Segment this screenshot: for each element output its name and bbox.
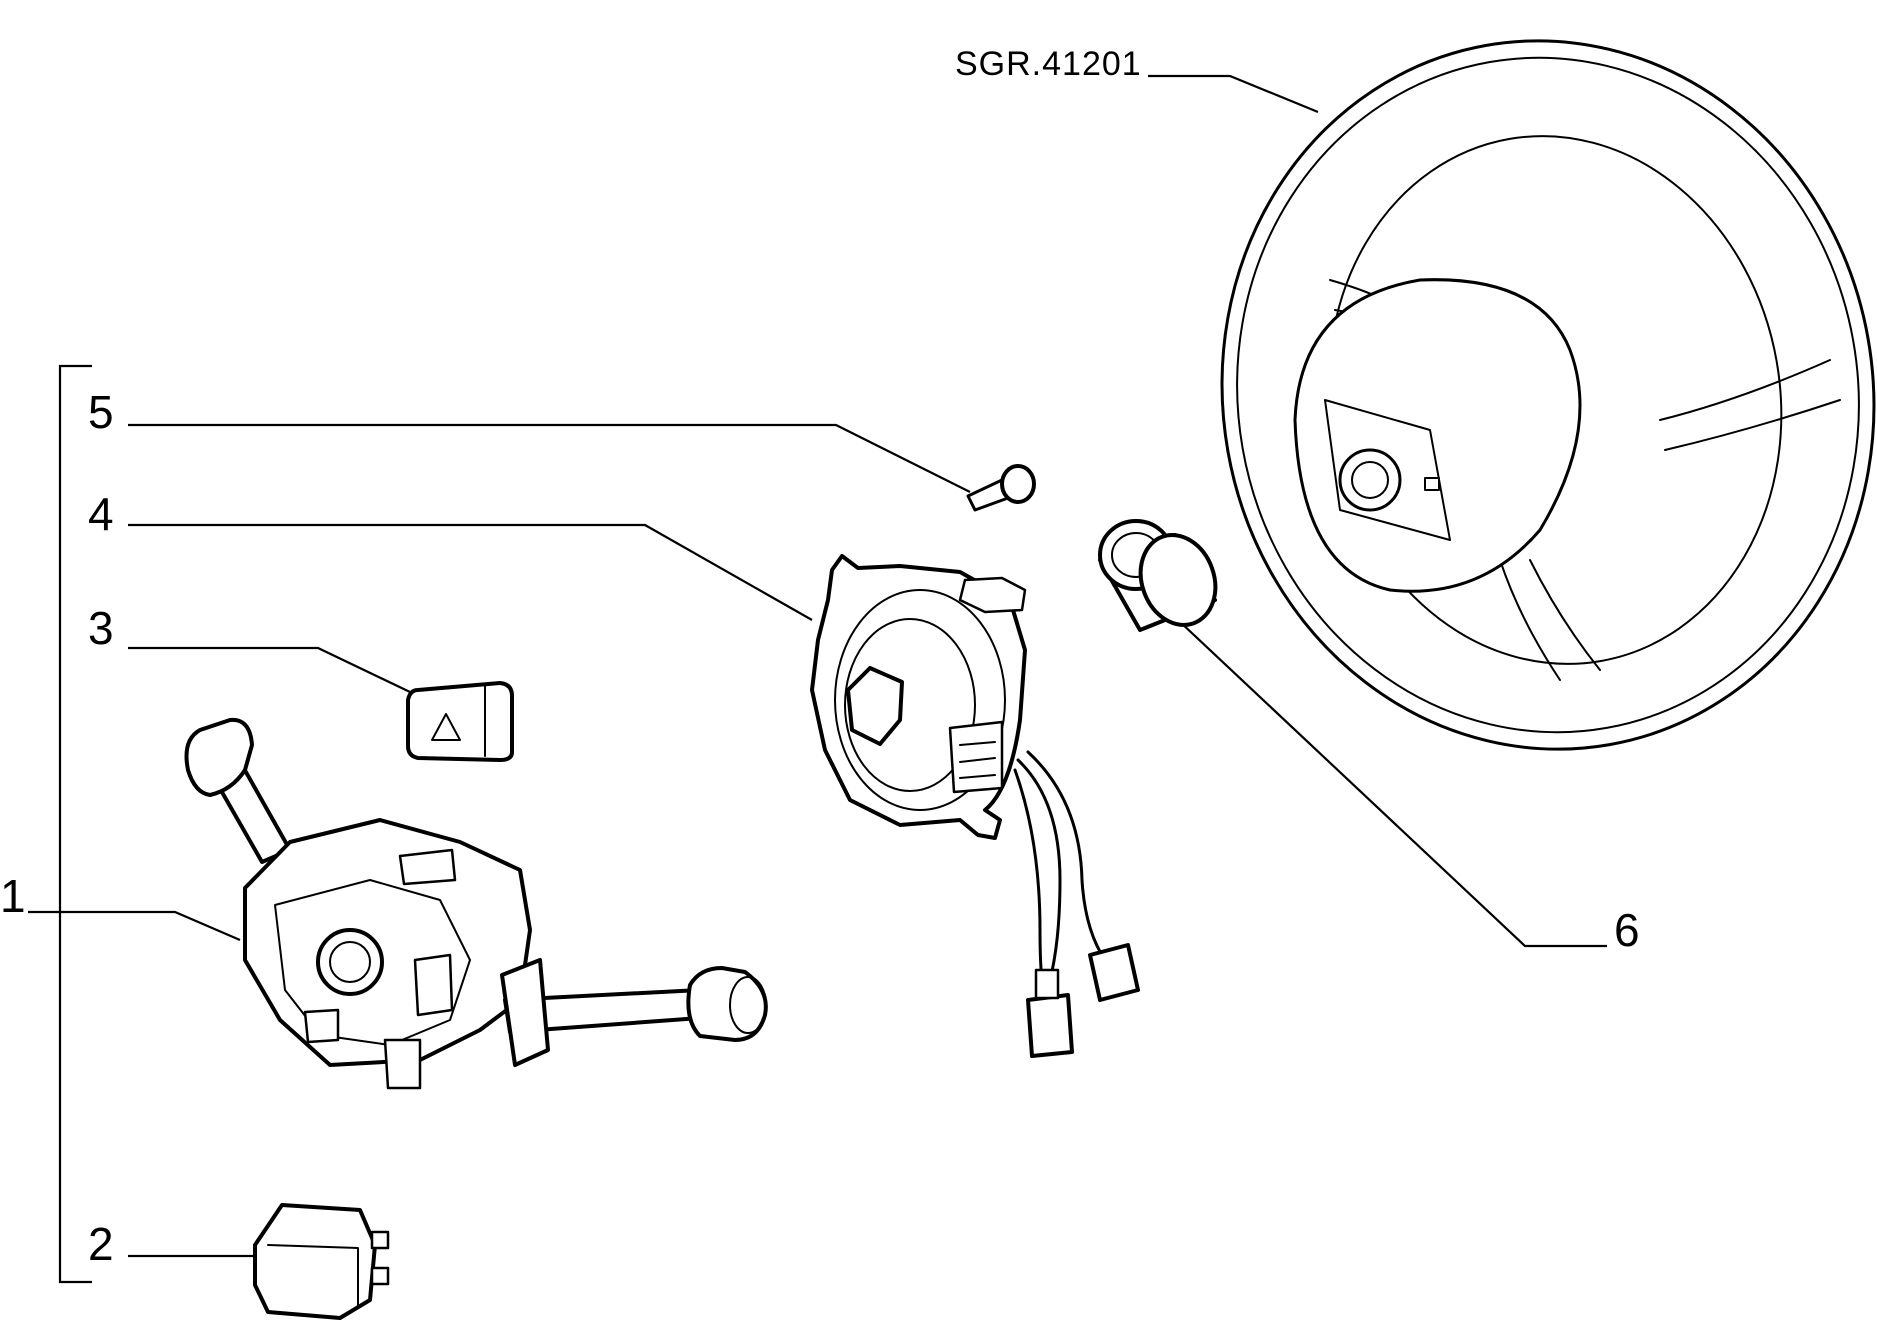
steering-wheel <box>1220 39 1876 751</box>
leader-6 <box>1177 619 1607 948</box>
reference-code-leader <box>1148 74 1319 114</box>
leader-5 <box>128 423 971 493</box>
splined-sleeve <box>1098 519 1218 632</box>
callout-6: 6 <box>1614 904 1640 956</box>
callout-1: 1 <box>0 870 26 922</box>
callout-4: 4 <box>88 488 114 540</box>
leader-1 <box>28 910 241 942</box>
reference-code-label: SGR.41201 <box>955 45 1142 83</box>
leader-3 <box>128 646 411 693</box>
callout-3: 3 <box>88 602 114 654</box>
combination-switch <box>184 717 768 1090</box>
callout-2: 2 <box>88 1218 114 1270</box>
screw <box>966 464 1036 512</box>
hazard-switch-button <box>406 681 514 762</box>
warning-triangle-icon <box>431 713 461 741</box>
leader-4 <box>128 523 813 621</box>
clock-spring <box>810 554 1140 1058</box>
callout-5: 5 <box>88 386 114 438</box>
group-bracket <box>58 364 92 1284</box>
relay <box>253 1203 390 1320</box>
